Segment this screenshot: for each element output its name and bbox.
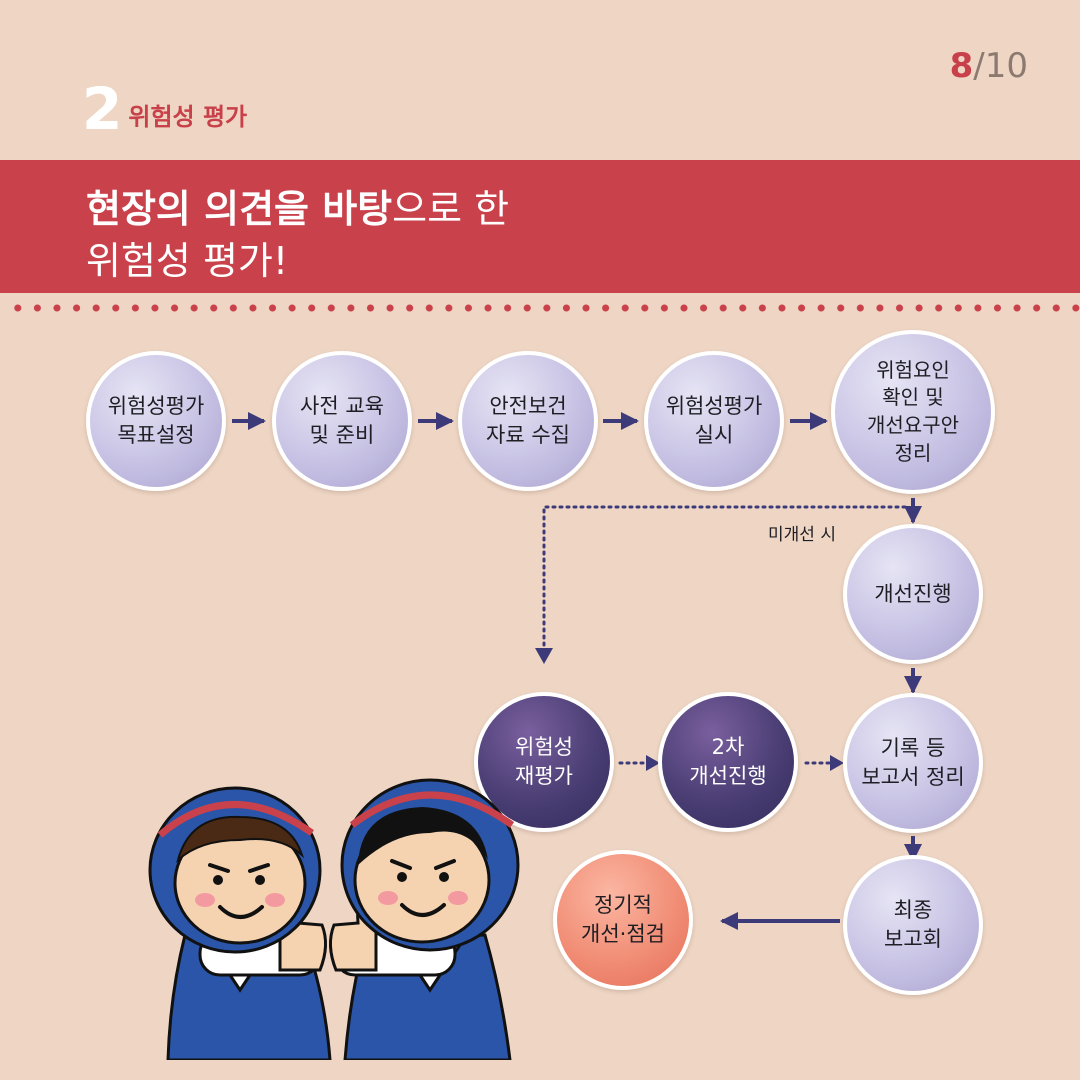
banner-line-1: 현장의 의견을 바탕으로 한 bbox=[86, 178, 509, 233]
section-heading: 2 위험성 평가 bbox=[82, 80, 247, 138]
step-education: 사전 교육 및 준비 bbox=[272, 351, 412, 491]
workers-thumbs-up-illustration bbox=[148, 778, 520, 1060]
step-final-meeting: 최종 보고회 bbox=[843, 855, 983, 995]
step-report: 기록 등 보고서 정리 bbox=[843, 693, 983, 833]
page-current: 8 bbox=[949, 46, 974, 86]
page-total: 10 bbox=[984, 46, 1028, 86]
step-reassessment: 위험성 재평가 bbox=[474, 692, 614, 832]
step-assessment: 위험성평가 실시 bbox=[644, 351, 784, 491]
step-data-collection: 안전보건 자료 수집 bbox=[458, 351, 598, 491]
arrow-branch-head bbox=[535, 648, 553, 664]
page-counter: 8/10 bbox=[950, 46, 1028, 86]
step-goal-setting: 위험성평가 목표설정 bbox=[86, 351, 226, 491]
step-second-improvement: 2차 개선진행 bbox=[658, 692, 798, 832]
section-title: 위험성 평가 bbox=[128, 103, 248, 131]
dotted-divider bbox=[8, 301, 1080, 315]
step-hazard-identification: 위험요인 확인 및 개선요구안 정리 bbox=[831, 330, 995, 494]
title-banner: 현장의 의견을 바탕으로 한 위험성 평가! bbox=[0, 160, 1080, 293]
banner-line-1-bold: 현장의 의견을 바탕 bbox=[86, 187, 393, 231]
section-number: 2 bbox=[82, 75, 123, 143]
step-improvement: 개선진행 bbox=[843, 524, 983, 664]
banner-line-2: 위험성 평가! bbox=[86, 239, 289, 283]
page-separator: / bbox=[973, 46, 985, 86]
step-periodic-check: 정기적 개선·점검 bbox=[553, 850, 693, 990]
banner-line-1-rest: 으로 한 bbox=[392, 187, 510, 231]
arrow-branch-dotted bbox=[542, 505, 907, 654]
arrow-second-record-head bbox=[830, 755, 844, 771]
branch-note: 미개선 시 bbox=[768, 525, 836, 545]
arrow-reassess-second-head bbox=[646, 755, 660, 771]
